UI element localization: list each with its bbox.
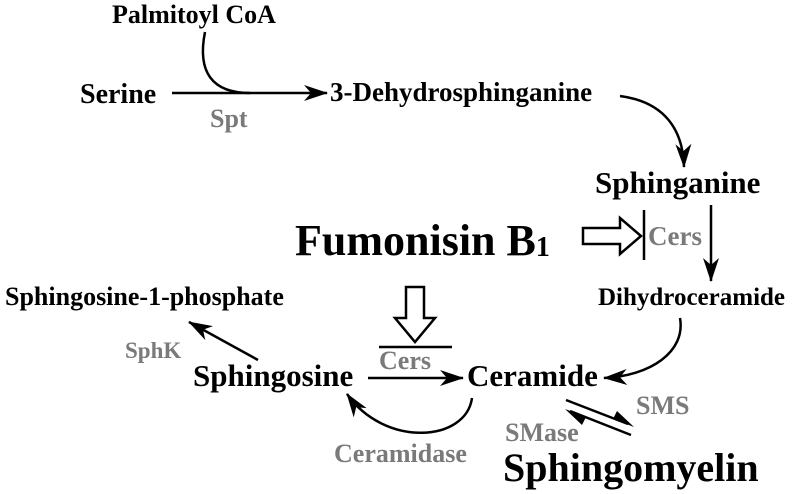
ceramide-label: Ceramide [467, 358, 598, 393]
sphk-enzyme-label: SphK [125, 338, 181, 363]
cers-sphingosine-enzyme-label: Cers [379, 346, 431, 375]
fumonisin-subscript: 1 [536, 232, 550, 263]
dehydrosphinganine-label: 3-Dehydrosphinganine [330, 77, 592, 107]
spt-enzyme-label: Spt [210, 104, 248, 133]
sphingosine-to-s1p-arrow [188, 320, 259, 362]
sphingosine-1-phosphate-label: Sphingosine-1-phosphate [5, 282, 284, 311]
smase-enzyme-label: SMase [505, 418, 579, 447]
cers-sphinganine-enzyme-label: Cers [648, 221, 702, 251]
sphingomyelin-label: Sphingomyelin [503, 445, 759, 490]
smase-reverse-half-arrowhead [565, 409, 586, 425]
fumonisin-b1-label: Fumonisin B1 [295, 216, 550, 265]
dihydroceramide-label: Dihydroceramide [598, 284, 785, 311]
fumonisin-inhibits-lower-cers-arrow [392, 285, 438, 344]
sms-forward-half-arrowhead [613, 411, 634, 427]
palmitoyl-coa-input-curve [201, 31, 251, 95]
palmitoyl-coa-label: Palmitoyl CoA [112, 0, 276, 29]
sms-enzyme-label: SMS [636, 391, 689, 420]
ceramidase-enzyme-label: Ceramidase [334, 439, 467, 468]
fumonisin-name: Fumonisin B [295, 216, 536, 265]
dihydroceramide-to-ceramide-arrow [603, 317, 682, 385]
dehydrosphinganine-to-sphinganine-arrow [619, 94, 692, 168]
sphinganine-label: Sphinganine [595, 165, 760, 200]
ceramide-to-sphingosine-arrow [345, 393, 474, 434]
sphingosine-label: Sphingosine [193, 358, 353, 393]
fumonisin-inhibits-upper-cers-arrow [581, 215, 643, 257]
serine-label: Serine [80, 79, 156, 110]
